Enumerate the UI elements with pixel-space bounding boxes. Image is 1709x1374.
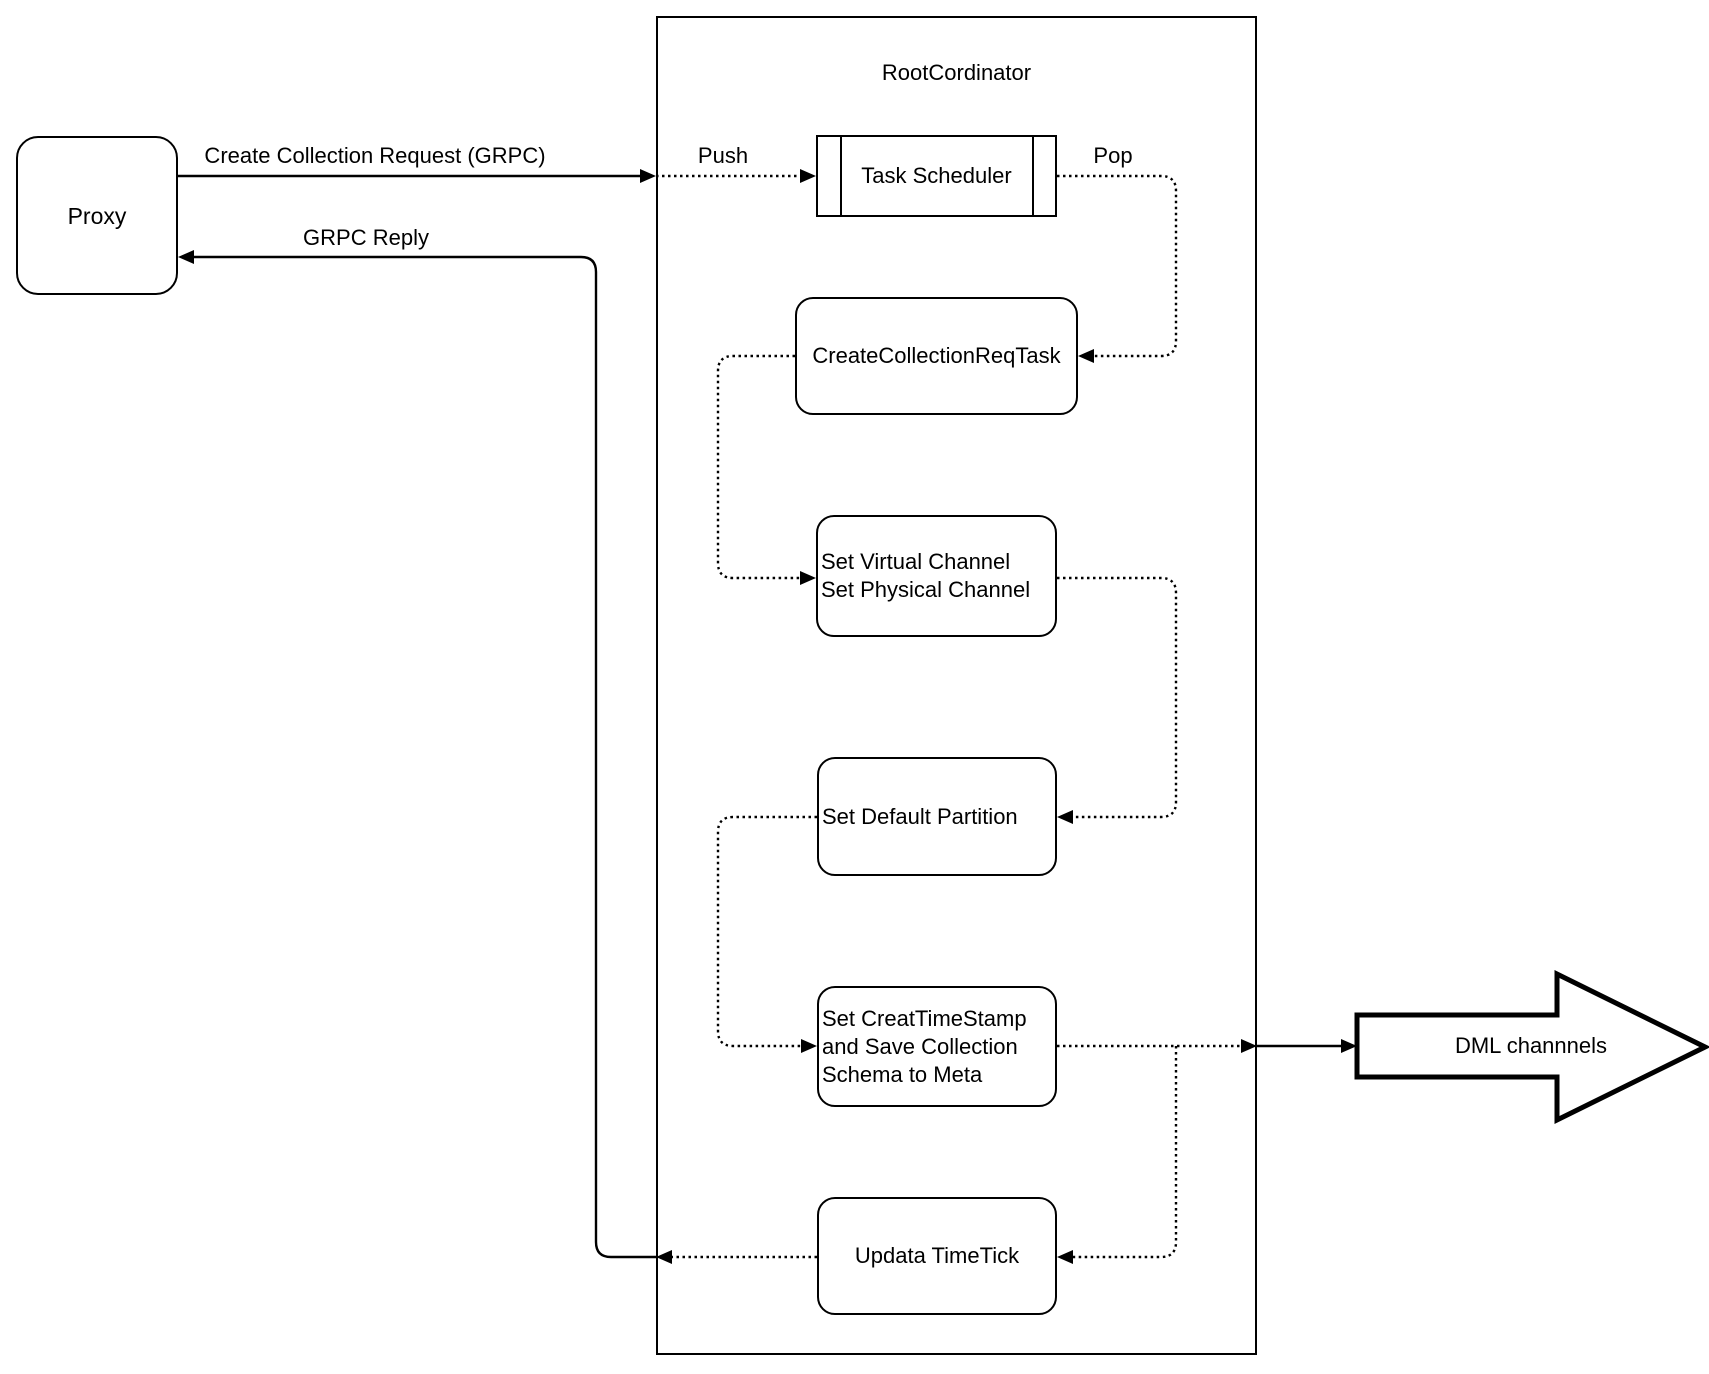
dml-channels-label: DML channnels bbox=[1454, 1033, 1608, 1058]
set-default-partition-node: Set Default Partition bbox=[817, 757, 1057, 876]
set-creat-timestamp-node: Set CreatTimeStamp and Save Collection S… bbox=[817, 986, 1057, 1107]
set-virtual-channel-node: Set Virtual Channel Set Physical Channel bbox=[816, 515, 1057, 637]
task-scheduler-left-bar bbox=[840, 137, 842, 215]
arrowhead-reply-at-proxy bbox=[178, 250, 194, 264]
edge-label-grpc-reply: GRPC Reply bbox=[303, 225, 429, 250]
edge-label-push: Push bbox=[697, 143, 749, 168]
proxy-node: Proxy bbox=[16, 136, 178, 295]
edge-label-create-collection-request: Create Collection Request (GRPC) bbox=[204, 143, 546, 168]
set-creat-timestamp-line1: Set CreatTimeStamp bbox=[822, 1005, 1027, 1031]
set-creat-timestamp-line2: and Save Collection bbox=[822, 1033, 1018, 1059]
set-virtual-channel-line1: Set Virtual Channel bbox=[821, 549, 1011, 574]
arrowhead-dml bbox=[1341, 1039, 1357, 1053]
task-scheduler-label: Task Scheduler bbox=[861, 163, 1012, 188]
edge-grpc-reply bbox=[194, 255, 656, 1259]
set-creat-timestamp-line3: Schema to Meta bbox=[822, 1061, 983, 1087]
rootcordinator-title: RootCordinator bbox=[881, 60, 1032, 85]
task-scheduler-right-bar bbox=[1032, 137, 1034, 215]
create-collection-req-task-node: CreateCollectionReqTask bbox=[795, 297, 1078, 415]
set-virtual-channel-line2: Set Physical Channel bbox=[821, 577, 1031, 602]
create-collection-req-task-label: CreateCollectionReqTask bbox=[812, 343, 1061, 368]
updata-timetick-node: Updata TimeTick bbox=[817, 1197, 1057, 1315]
proxy-label: Proxy bbox=[67, 202, 127, 229]
arrowhead-request-at-border bbox=[640, 169, 656, 183]
task-scheduler-node: Task Scheduler bbox=[816, 135, 1057, 217]
updata-timetick-label: Updata TimeTick bbox=[854, 1243, 1020, 1268]
edge-label-pop: Pop bbox=[1093, 143, 1133, 168]
set-default-partition-label: Set Default Partition bbox=[822, 803, 1018, 829]
rootcordinator-container bbox=[656, 16, 1257, 1355]
